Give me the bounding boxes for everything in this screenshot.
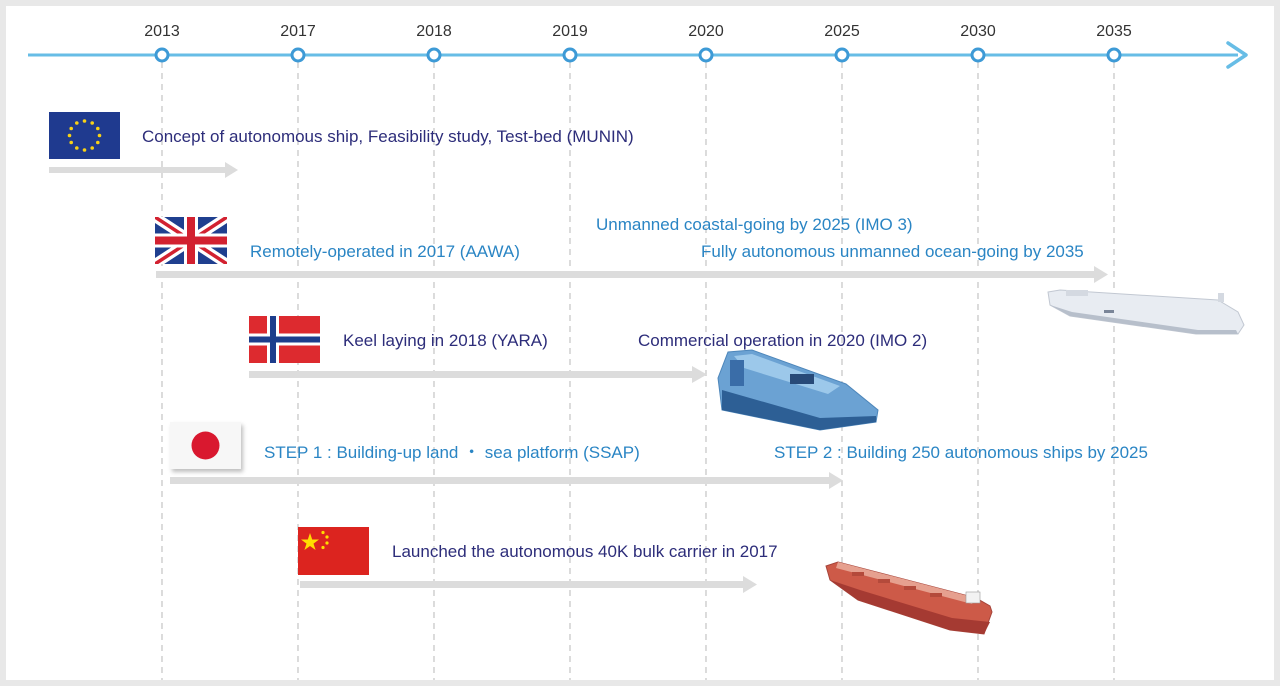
norway-flag-icon xyxy=(249,316,320,363)
japan-step1-text: STEP 1 : Building-up land ・ sea platform… xyxy=(264,443,640,462)
japan-step2-text: STEP 2 : Building 250 autonomous ships b… xyxy=(774,443,1148,462)
uk-flag-icon xyxy=(155,217,227,264)
timeline-axis-arrowhead xyxy=(1226,41,1248,69)
yara-ship-image xyxy=(717,349,879,431)
china-flag-icon xyxy=(298,527,369,575)
uk-milestone-2017-text: Remotely-operated in 2017 (AAWA) xyxy=(250,242,520,261)
timeline-canvas xyxy=(6,6,1274,680)
norway-progress-arrow xyxy=(249,366,707,383)
year-label-2035: 2035 xyxy=(1096,23,1132,40)
year-marker-2030 xyxy=(970,47,986,63)
year-marker-2017 xyxy=(290,47,306,63)
china-milestone-text: Launched the autonomous 40K bulk carrier… xyxy=(392,542,778,561)
year-marker-2018 xyxy=(426,47,442,63)
year-label-2018: 2018 xyxy=(416,23,452,40)
year-label-2020: 2020 xyxy=(688,23,724,40)
year-label-2025: 2025 xyxy=(824,23,860,40)
rolls-royce-ship-image xyxy=(1047,289,1245,335)
eu-progress-arrow xyxy=(49,162,238,178)
year-marker-2025 xyxy=(834,47,850,63)
bulk-carrier-ship-image xyxy=(825,561,993,635)
norway-milestone-2020-text: Commercial operation in 2020 (IMO 2) xyxy=(638,331,928,350)
uk-progress-arrow xyxy=(156,266,1108,283)
year-marker-2020 xyxy=(698,47,714,63)
norway-milestone-2018-text: Keel laying in 2018 (YARA) xyxy=(343,331,548,350)
eu-flag-icon xyxy=(49,112,120,159)
year-label-2019: 2019 xyxy=(552,23,588,40)
china-progress-arrow xyxy=(300,576,757,593)
year-marker-2019 xyxy=(562,47,578,63)
uk-milestone-2025-text: Unmanned coastal-going by 2025 (IMO 3) xyxy=(596,215,913,234)
year-marker-2013 xyxy=(154,47,170,63)
year-marker-2035 xyxy=(1106,47,1122,63)
eu-milestone-text: Concept of autonomous ship, Feasibility … xyxy=(142,127,634,146)
japan-flag-icon xyxy=(170,422,241,469)
year-label-2030: 2030 xyxy=(960,23,996,40)
uk-milestone-2035-text: Fully autonomous unmanned ocean-going by… xyxy=(701,242,1084,261)
year-label-2013: 2013 xyxy=(144,23,180,40)
japan-progress-arrow xyxy=(170,472,843,489)
year-label-2017: 2017 xyxy=(280,23,316,40)
